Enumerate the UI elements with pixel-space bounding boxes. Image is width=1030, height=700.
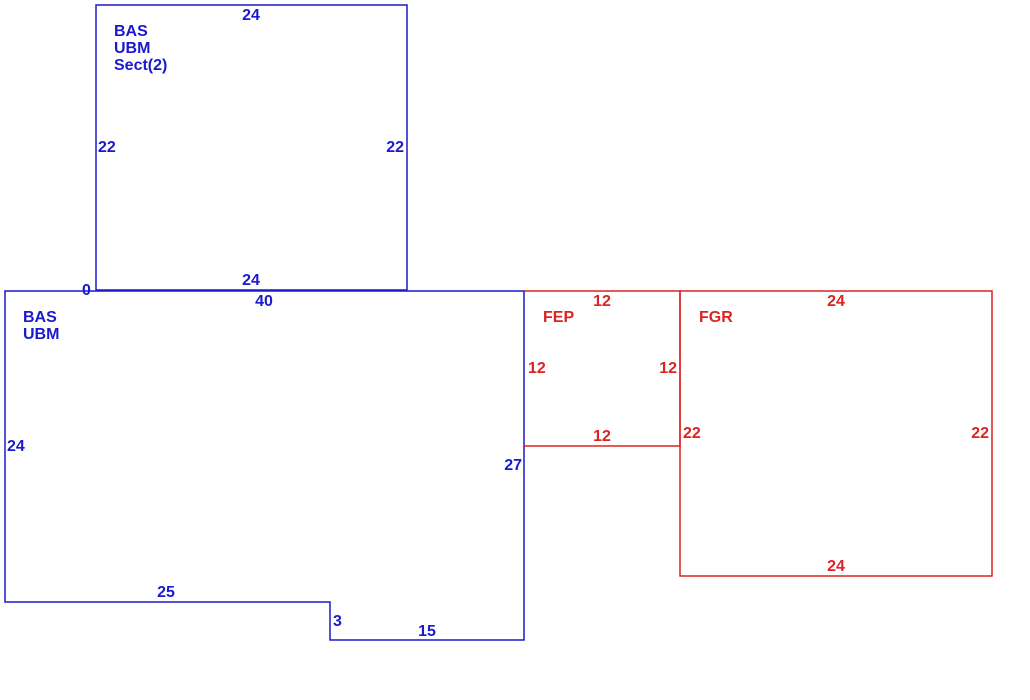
fep-dim-left: 12: [528, 360, 546, 377]
upper-section-dim-bottom: 24: [242, 272, 260, 289]
fep-dim-top: 12: [593, 293, 611, 310]
fgr-dim-bottom: 24: [827, 558, 845, 575]
fep-dim-bottom: 12: [593, 428, 611, 445]
main-section-dim-top: 40: [255, 293, 273, 310]
fgr-tag: FGR: [699, 309, 733, 326]
main-section-outline: [4, 290, 525, 641]
main-section-dim-step: 3: [333, 613, 342, 630]
main-section-dim-bottom-left: 25: [157, 584, 175, 601]
fep-dim-right: 12: [659, 360, 677, 377]
upper-section-dim-left: 22: [98, 139, 116, 156]
main-section-dim-left: 24: [7, 438, 25, 455]
upper-section-dim-right: 22: [386, 139, 404, 156]
main-section-dim-right: 27: [504, 457, 522, 474]
fgr-dim-left: 22: [683, 425, 701, 442]
main-section-tag-bas: BAS: [23, 309, 57, 326]
upper-section-tag-bas: BAS: [114, 23, 148, 40]
fgr-dim-top: 24: [827, 293, 845, 310]
fep-section: FEP 12 12 12 12: [524, 290, 681, 447]
main-section: BAS UBM 40 24 27 25 3 15: [4, 290, 525, 641]
fgr-dim-right: 22: [971, 425, 989, 442]
fgr-section: FGR 24 22 22 24: [679, 290, 993, 577]
fgr-outline: [679, 290, 993, 577]
main-section-tag-ubm: UBM: [23, 326, 59, 343]
main-section-dim-bottom-right: 15: [418, 623, 436, 640]
upper-section-tag-sect: Sect(2): [114, 57, 167, 74]
upper-section-outline: [95, 4, 408, 291]
upper-section: BAS UBM Sect(2) 24 22 22 24 0: [82, 4, 408, 299]
upper-section-tag-ubm: UBM: [114, 40, 150, 57]
fep-tag: FEP: [543, 309, 574, 326]
upper-section-dim-top: 24: [242, 7, 260, 24]
